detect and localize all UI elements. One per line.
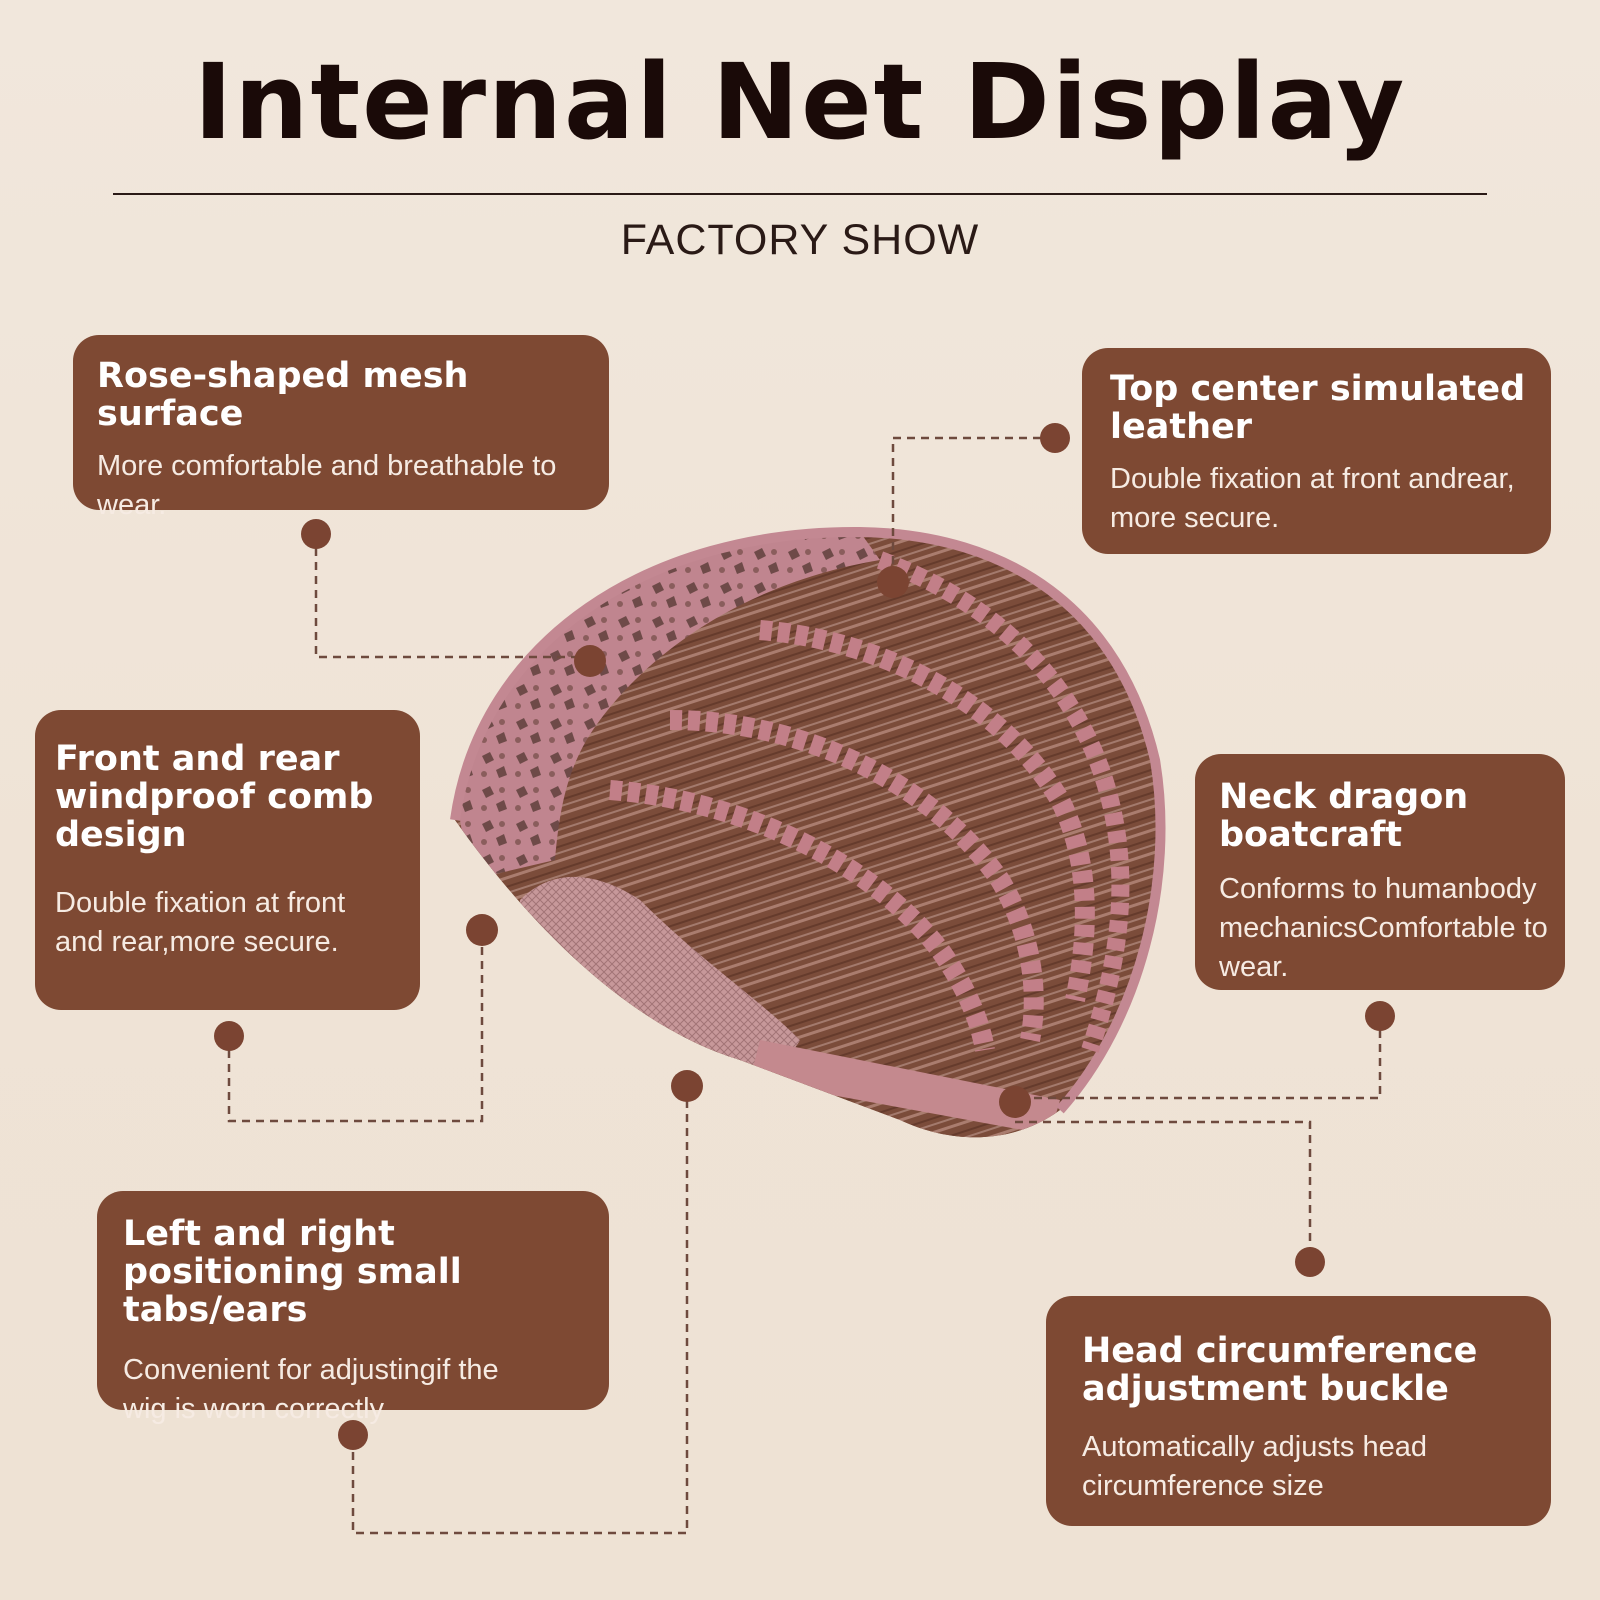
callout-comb-design: Front and rear windproof comb design Dou… — [35, 710, 420, 1010]
callout-rose-mesh: Rose-shaped mesh surface More comfortabl… — [73, 335, 609, 521]
page-subtitle: FACTORY SHOW — [620, 216, 980, 264]
lace-strip — [876, 551, 1130, 1053]
lace-strip — [759, 620, 1095, 1003]
callout-connectors — [227, 436, 1382, 1535]
lace-strip — [609, 780, 995, 1052]
callout-description: More comfortable and breathable to wear. — [97, 450, 557, 521]
callout-title: Left and right positioning small tabs/ea… — [123, 1214, 462, 1330]
lace-strip — [669, 710, 1044, 1042]
wig-cap-body — [450, 526, 1166, 1138]
callout-description: Double fixation at front and rear,more s… — [55, 887, 346, 958]
title-divider — [113, 193, 1487, 195]
callout-description: Automatically adjusts head circumference… — [1082, 1431, 1427, 1502]
anchor-dots — [214, 423, 1395, 1450]
callout-top-leather: Top center simulated leather Double fixa… — [1082, 348, 1551, 554]
callout-title: Front and rear windproof comb design — [55, 739, 374, 855]
callout-description: Convenient for adjustingif the wig is wo… — [123, 1354, 499, 1425]
callout-title: Head circumference adjustment buckle — [1082, 1331, 1478, 1409]
callout-title: Rose-shaped mesh surface — [97, 356, 469, 434]
callout-adjustment-buckle: Head circumference adjustment buckle Aut… — [1046, 1296, 1551, 1526]
callout-neck-boatcraft: Neck dragon boatcraft Conforms to humanb… — [1195, 754, 1565, 990]
callout-positioning-tabs: Left and right positioning small tabs/ea… — [97, 1191, 609, 1425]
callout-description: Double fixation at front andrear, more s… — [1110, 463, 1515, 534]
callout-description: Conforms to humanbody mechanicsComfortab… — [1219, 873, 1548, 983]
callout-title: Neck dragon boatcraft — [1219, 777, 1469, 855]
callout-title: Top center simulated leather — [1110, 369, 1526, 447]
page-title: Internal Net Display — [193, 41, 1407, 163]
